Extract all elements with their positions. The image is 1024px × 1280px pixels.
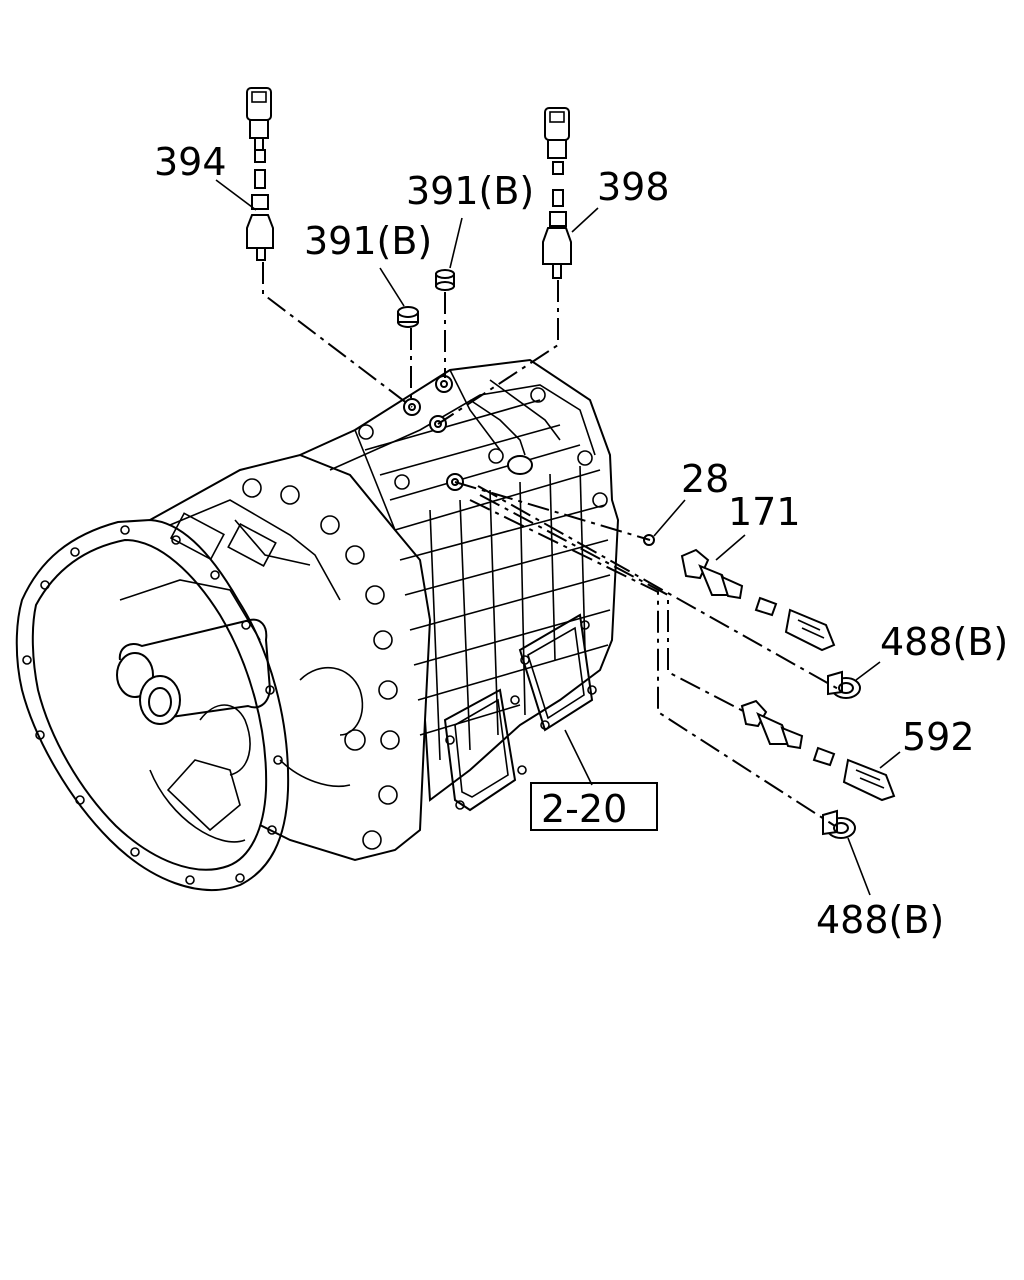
- callout-391b-left: 391(B): [304, 219, 432, 263]
- plug-488b-upper: [827, 670, 861, 699]
- callout-28: 28: [681, 457, 729, 501]
- callout-592: 592: [902, 715, 975, 759]
- plug-488b-lower: [822, 809, 856, 839]
- callout-labels: 394 391(B) 391(B) 398 28 171 488(B) 592 …: [154, 140, 1008, 942]
- plug-391b-left: [397, 306, 419, 328]
- sensor-398: [542, 107, 572, 279]
- transmission-housing: [15, 358, 620, 891]
- reference-box: [530, 782, 658, 831]
- leader-lines: [215, 179, 901, 896]
- callout-488b-lower: 488(B): [816, 898, 944, 942]
- sensor-592: [740, 699, 896, 802]
- sensor-394: [246, 87, 274, 261]
- callout-488b-upper: 488(B): [880, 620, 1008, 664]
- reference-2-20: 2-20: [541, 787, 627, 831]
- callout-171: 171: [728, 490, 801, 534]
- callout-398: 398: [597, 165, 670, 209]
- sensor-171: [680, 548, 836, 652]
- plug-391b-right: [435, 269, 455, 291]
- callout-394: 394: [154, 140, 227, 184]
- callout-391b-right: 391(B): [406, 169, 534, 213]
- assembly-lines: [262, 262, 841, 827]
